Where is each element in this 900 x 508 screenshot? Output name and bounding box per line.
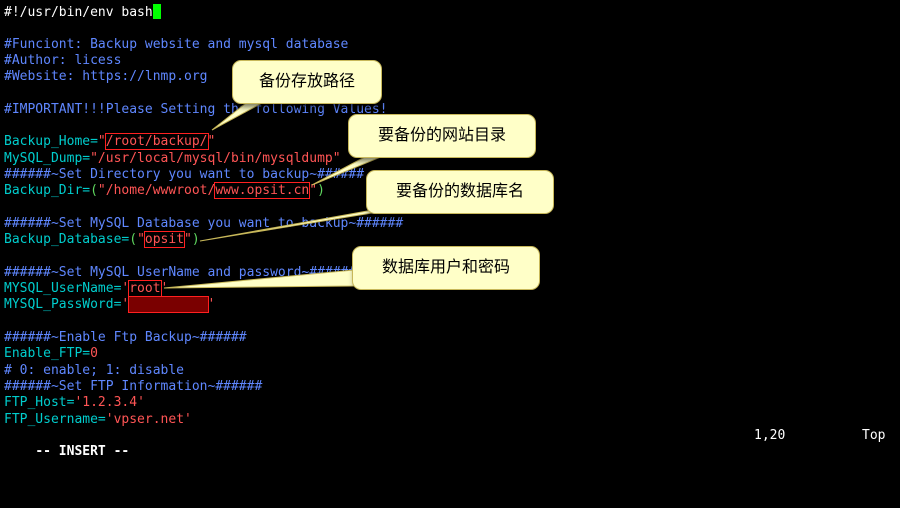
code-token: FTP_Username= — [4, 411, 106, 427]
code-line[interactable]: #Author: licess — [4, 53, 121, 69]
code-line[interactable]: #Website: https://lnmp.org — [4, 69, 208, 85]
code-token: ' — [121, 297, 130, 313]
scroll-indicator: Top — [862, 428, 886, 443]
code-token: ######~Set FTP Information~###### — [4, 378, 263, 394]
code-token: ######~Enable Ftp Backup~###### — [4, 330, 247, 345]
code-token: " — [137, 232, 145, 248]
code-line[interactable]: #!/usr/bin/env bash — [4, 4, 161, 20]
code-token: ######~Set Directory you want to backup~… — [4, 167, 365, 182]
code-token: ######~Set MySQL Database you want to ba… — [4, 215, 404, 231]
code-token: " — [207, 134, 216, 150]
code-token: ) — [191, 232, 200, 248]
text-cursor — [152, 4, 161, 19]
code-token: " — [97, 134, 106, 150]
highlighted-value: root — [128, 280, 162, 298]
code-line[interactable]: # 0: enable; 1: disable — [4, 363, 184, 379]
callout-credentials: 数据库用户和密码 — [352, 246, 540, 290]
code-line[interactable]: FTP_Host='1.2.3.4' — [4, 395, 145, 411]
code-token: " — [309, 183, 318, 199]
code-token: ) — [317, 183, 325, 199]
code-token: ' — [160, 281, 169, 297]
status-line: -- INSERT -- 1,20 Top — [4, 428, 896, 459]
code-line[interactable]: ######~Set Directory you want to backup~… — [4, 167, 364, 183]
callout-site-dir: 要备份的网站目录 — [348, 114, 536, 158]
code-token: Backup_Database= — [4, 232, 130, 248]
code-line[interactable]: FTP_Username='vpser.net' — [4, 412, 192, 428]
callout-backup-path: 备份存放路径 — [232, 60, 382, 104]
code-line[interactable]: MySQL_Dump="/usr/local/mysql/bin/mysqldu… — [4, 151, 341, 167]
code-token: "/home/wwwroot/ — [97, 183, 216, 199]
code-token: '1.2.3.4' — [74, 395, 145, 411]
code-token: ' — [121, 281, 130, 297]
code-token: ( — [129, 232, 138, 248]
callout-database: 要备份的数据库名 — [366, 170, 554, 214]
code-token: #Website: https://lnmp.org — [4, 69, 208, 85]
code-token: #Author: licess — [4, 52, 122, 68]
code-token: Backup_Home= — [4, 134, 98, 150]
code-token: ' — [207, 297, 216, 313]
code-line[interactable]: ######~Set MySQL Database you want to ba… — [4, 216, 403, 232]
code-token: 'vpser.net' — [105, 411, 192, 427]
code-line[interactable]: MYSQL_PassWord=' ' — [4, 296, 216, 314]
code-token: MYSQL_UserName= — [4, 281, 122, 297]
code-token: #Funciont: Backup website and mysql data… — [4, 36, 349, 52]
highlighted-value: opsit — [143, 231, 186, 249]
code-token: #IMPORTANT!!!Please Setting the followin… — [4, 101, 388, 117]
code-token: #!/usr/bin/env bash — [4, 5, 153, 20]
code-line[interactable]: Backup_Database=("opsit") — [4, 231, 200, 249]
code-line[interactable]: Backup_Dir=("/home/wwwroot/www.opsit.cn"… — [4, 182, 325, 200]
code-token: " — [184, 232, 192, 248]
cursor-position: 1,20 — [754, 428, 786, 443]
highlighted-value: /root/backup/ — [104, 133, 209, 151]
code-line[interactable]: #IMPORTANT!!!Please Setting the followin… — [4, 102, 388, 118]
code-token: "/usr/local/mysql/bin/mysqldump" — [90, 150, 341, 166]
code-token: # 0: enable; 1: disable — [4, 362, 185, 378]
code-token: ######~Set MySQL UserName and password~#… — [4, 264, 357, 280]
code-token: Backup_Dir= — [4, 183, 91, 199]
code-token: 0 — [90, 346, 98, 362]
code-token: MYSQL_PassWord= — [4, 297, 122, 313]
code-line[interactable]: ######~Set MySQL UserName and password~#… — [4, 265, 356, 281]
code-line[interactable]: #Funciont: Backup website and mysql data… — [4, 37, 348, 53]
code-token: ( — [90, 183, 98, 199]
code-line[interactable]: ######~Set FTP Information~###### — [4, 379, 262, 395]
vim-editor[interactable]: #!/usr/bin/env bash #Funciont: Backup web… — [0, 0, 900, 459]
code-token: FTP_Host= — [4, 395, 75, 411]
code-line[interactable]: Enable_FTP=0 — [4, 346, 98, 362]
highlighted-value: www.opsit.cn — [214, 182, 311, 200]
code-token: MySQL_Dump= — [4, 150, 91, 166]
redacted-value — [128, 296, 209, 314]
code-line[interactable]: Backup_Home="/root/backup/" — [4, 133, 216, 151]
code-line[interactable]: ######~Enable Ftp Backup~###### — [4, 330, 247, 346]
mode-indicator: -- INSERT -- — [35, 444, 130, 459]
code-line[interactable]: MYSQL_UserName='root' — [4, 280, 169, 298]
code-token: Enable_FTP= — [4, 346, 91, 362]
